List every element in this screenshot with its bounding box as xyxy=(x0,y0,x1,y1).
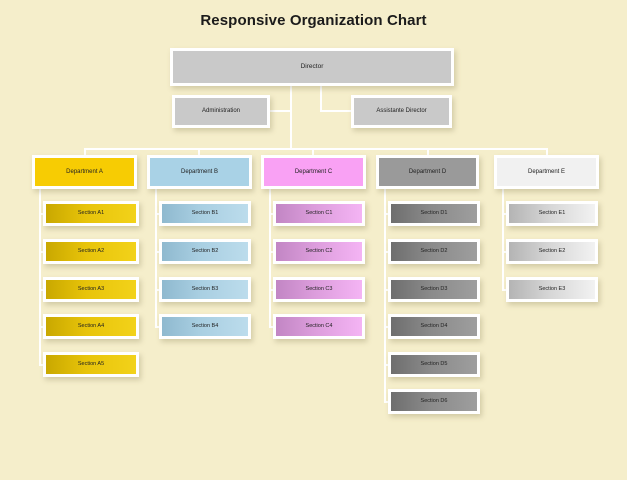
node-section-a1-label: Section A1 xyxy=(77,210,105,217)
node-section-a1[interactable]: Section A1 xyxy=(43,201,139,226)
node-section-b1-label: Section B1 xyxy=(191,210,219,217)
node-section-d5[interactable]: Section D5 xyxy=(388,352,480,377)
node-section-d4-label: Section D4 xyxy=(420,323,448,330)
node-section-b2[interactable]: Section B2 xyxy=(159,239,251,264)
node-department-b-label: Department B xyxy=(180,168,219,175)
node-section-a5[interactable]: Section A5 xyxy=(43,352,139,377)
node-department-b[interactable]: Department B xyxy=(147,155,252,189)
node-department-a[interactable]: Department A xyxy=(32,155,137,189)
node-section-b4[interactable]: Section B4 xyxy=(159,314,251,339)
node-section-d6-label: Section D6 xyxy=(420,398,448,405)
connector-dept-a-drop xyxy=(84,148,86,160)
node-section-b1[interactable]: Section B1 xyxy=(159,201,251,226)
connector-director-trunk xyxy=(290,85,292,150)
node-section-b3[interactable]: Section B3 xyxy=(159,277,251,302)
node-section-a3[interactable]: Section A3 xyxy=(43,277,139,302)
node-section-b4-label: Section B4 xyxy=(191,323,219,330)
node-section-d2[interactable]: Section D2 xyxy=(388,239,480,264)
node-section-d1-label: Section D1 xyxy=(420,210,448,217)
node-section-e2[interactable]: Section E2 xyxy=(506,239,598,264)
node-department-a-label: Department A xyxy=(66,168,103,175)
node-section-a2-label: Section A2 xyxy=(77,248,105,255)
node-section-c2-label: Section C2 xyxy=(305,248,333,255)
node-section-d3[interactable]: Section D3 xyxy=(388,277,480,302)
node-section-c1[interactable]: Section C1 xyxy=(273,201,365,226)
node-assistante-director-label: Assistante Director xyxy=(376,108,427,115)
node-department-c[interactable]: Department C xyxy=(261,155,366,189)
node-section-e1[interactable]: Section E1 xyxy=(506,201,598,226)
node-section-c3-label: Section C3 xyxy=(305,286,333,293)
node-section-c3[interactable]: Section C3 xyxy=(273,277,365,302)
node-section-a5-label: Section A5 xyxy=(77,361,105,368)
node-section-e3[interactable]: Section E3 xyxy=(506,277,598,302)
node-section-d2-label: Section D2 xyxy=(420,248,448,255)
node-director[interactable]: Director xyxy=(170,48,454,86)
connector-dept-a-spine xyxy=(39,188,41,365)
node-department-d-label: Department D xyxy=(408,168,447,175)
node-department-c-label: Department C xyxy=(294,168,333,175)
connector-administration xyxy=(268,110,292,112)
connector-dept-b-drop xyxy=(198,148,200,160)
page-title: Responsive Organization Chart xyxy=(200,12,427,29)
node-section-d1[interactable]: Section D1 xyxy=(388,201,480,226)
node-section-c2[interactable]: Section C2 xyxy=(273,239,365,264)
node-section-c4-label: Section C4 xyxy=(305,323,333,330)
connector-assistant-drop xyxy=(320,85,322,111)
connector-department-bus xyxy=(84,148,547,150)
connector-dept-e-spine xyxy=(502,188,504,291)
connector-assistant xyxy=(320,110,352,112)
connector-dept-e-drop xyxy=(546,148,548,160)
node-section-e1-label: Section E1 xyxy=(538,210,566,217)
connector-dept-d-drop xyxy=(427,148,429,160)
node-section-b2-label: Section B2 xyxy=(191,248,219,255)
node-section-c4[interactable]: Section C4 xyxy=(273,314,365,339)
connector-dept-c-drop xyxy=(312,148,314,160)
node-section-e3-label: Section E3 xyxy=(538,286,566,293)
node-section-a2[interactable]: Section A2 xyxy=(43,239,139,264)
node-department-d[interactable]: Department D xyxy=(376,155,479,189)
node-administration[interactable]: Administration xyxy=(172,95,270,128)
node-department-e-label: Department E xyxy=(527,168,566,175)
node-section-a3-label: Section A3 xyxy=(77,286,105,293)
connector-dept-d-spine xyxy=(384,188,386,402)
node-section-e2-label: Section E2 xyxy=(538,248,566,255)
node-section-c1-label: Section C1 xyxy=(305,210,333,217)
connector-dept-c-spine xyxy=(269,188,271,328)
node-section-b3-label: Section B3 xyxy=(191,286,219,293)
node-administration-label: Administration xyxy=(201,108,240,115)
node-director-label: Director xyxy=(300,63,324,71)
node-section-d3-label: Section D3 xyxy=(420,286,448,293)
node-section-d6[interactable]: Section D6 xyxy=(388,389,480,414)
node-department-e[interactable]: Department E xyxy=(494,155,599,189)
connector-dept-b-spine xyxy=(155,188,157,328)
node-section-a4[interactable]: Section A4 xyxy=(43,314,139,339)
node-section-d4[interactable]: Section D4 xyxy=(388,314,480,339)
node-assistante-director[interactable]: Assistante Director xyxy=(351,95,452,128)
node-section-d5-label: Section D5 xyxy=(420,361,448,368)
node-section-a4-label: Section A4 xyxy=(77,323,105,330)
